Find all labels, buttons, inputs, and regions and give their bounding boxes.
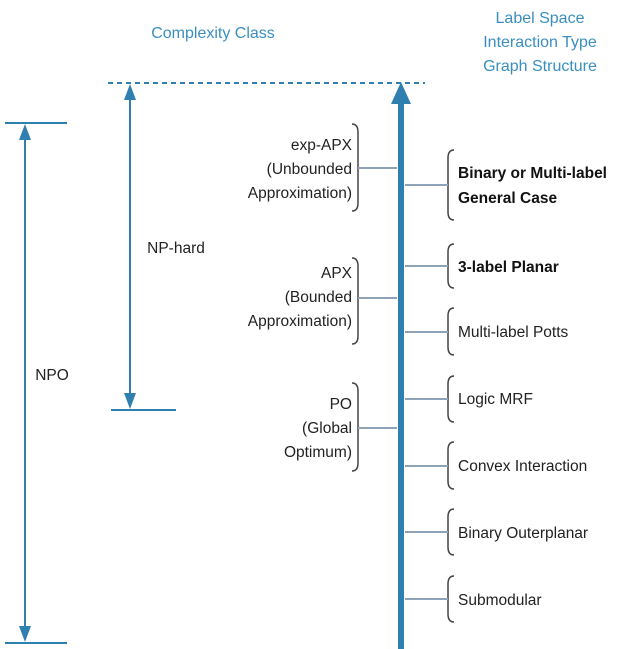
header-complexity-class: Complexity Class xyxy=(151,25,275,42)
problem-item-4: Convex Interaction xyxy=(405,441,587,490)
header-label-space: Label Space xyxy=(496,10,585,27)
class-label-line: Approximation) xyxy=(248,185,352,202)
np-hard-arrow-down xyxy=(124,393,136,409)
class-label-line: exp-APX xyxy=(291,137,353,154)
main-axis xyxy=(391,82,411,649)
class-label-line: APX xyxy=(321,265,353,282)
np-hard-label-bg xyxy=(138,234,216,258)
problem-brace xyxy=(447,243,455,289)
problem-brace xyxy=(447,375,455,423)
np-hard-range: NP-hard xyxy=(111,84,216,411)
problem-item-2: Multi-label Potts xyxy=(405,307,569,356)
problem-brace xyxy=(447,441,455,490)
class-brace xyxy=(351,382,359,472)
problem-brace xyxy=(447,149,455,221)
class-label-line: (Bounded xyxy=(285,289,352,306)
problem-label-line: Multi-label Potts xyxy=(458,324,569,341)
main-axis-arrowhead xyxy=(391,82,411,104)
npo-arrow-down xyxy=(19,626,31,642)
problem-brace xyxy=(447,575,455,623)
class-brace xyxy=(351,257,359,345)
problem-label-line: Convex Interaction xyxy=(458,458,587,475)
problem-item-1: 3-label Planar xyxy=(405,243,559,289)
problem-brace xyxy=(447,307,455,356)
problem-item-3: Logic MRF xyxy=(405,375,533,423)
problem-brace xyxy=(447,508,455,556)
header-graph-structure: Graph Structure xyxy=(483,58,597,75)
problem-item-5: Binary Outerplanar xyxy=(405,508,588,556)
class-label-line: (Global xyxy=(302,420,352,437)
npo-range: NPO xyxy=(5,122,69,644)
header-interaction-type: Interaction Type xyxy=(483,34,597,51)
class-label-line: PO xyxy=(330,396,352,413)
problem-label-line: Binary or Multi-label xyxy=(458,165,607,182)
problem-label-line: Submodular xyxy=(458,592,542,609)
np-hard-label: NP-hard xyxy=(147,240,205,257)
npo-arrow-up xyxy=(19,124,31,140)
np-hard-arrow-up xyxy=(124,84,136,100)
problem-label-line: 3-label Planar xyxy=(458,259,559,276)
class-brace xyxy=(351,123,359,212)
class-label-line: Optimum) xyxy=(284,444,352,461)
npo-label: NPO xyxy=(35,367,69,384)
problem-label-line: Logic MRF xyxy=(458,391,533,408)
problem-item-6: Submodular xyxy=(405,575,542,623)
class-label-line: (Unbounded xyxy=(267,161,352,178)
class-label-line: Approximation) xyxy=(248,313,352,330)
problem-label-line: General Case xyxy=(458,190,557,207)
problem-label-line: Binary Outerplanar xyxy=(458,525,588,542)
